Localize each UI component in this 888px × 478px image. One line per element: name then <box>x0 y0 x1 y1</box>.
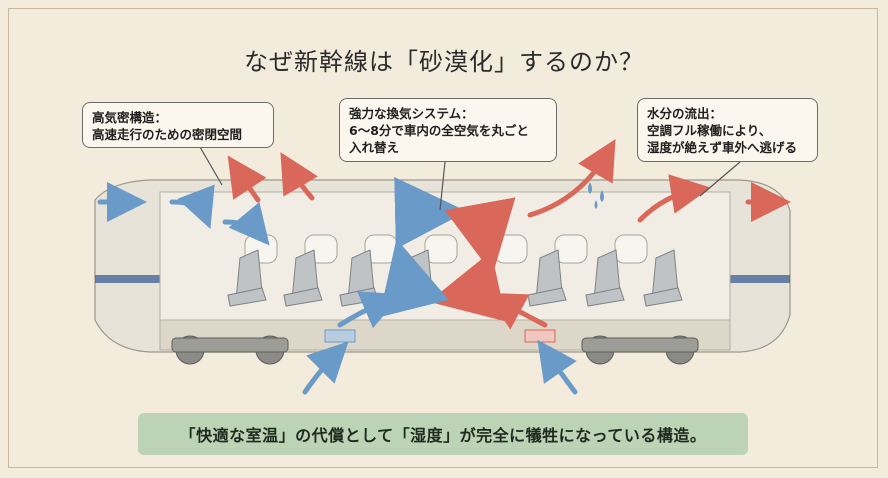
incoming-air-arrows <box>97 182 402 395</box>
callout-center-line: 入れ替え <box>349 140 400 155</box>
callout-ventilation-system: 強力な換気システム： 6〜8分で車内の全空気を丸ごと 入れ替え <box>339 98 557 162</box>
callout-airtight-structure: 高気密構造： 高速走行のための密閉空間 <box>82 102 274 148</box>
incoming-air-arrows-bottom-right <box>537 339 578 395</box>
page-frame <box>8 8 878 468</box>
leader-line-center <box>439 161 446 211</box>
train-bogies <box>171 335 699 365</box>
callout-moisture-loss: 水分の流出： 空調フル稼働により、 湿度が絶えず車外へ逃げる <box>637 98 818 162</box>
summary-banner: 「快適な室温」の代償として「湿度」が完全に犠牲になっている構造。 <box>138 413 748 455</box>
callout-right-line: 空調フル稼働により、 <box>647 123 772 138</box>
ventilation-cycle-icon <box>379 177 516 322</box>
callout-right-line: 湿度が絶えず車外へ逃げる <box>647 140 798 155</box>
water-droplet-icon <box>588 182 604 209</box>
callout-center-line: 強力な換気システム： <box>349 106 474 121</box>
callout-right-line: 水分の流出： <box>647 106 723 121</box>
outgoing-air-arrows <box>227 139 791 330</box>
exhaust-vent <box>524 329 556 343</box>
callout-left-line: 高気密構造： <box>92 110 168 125</box>
leader-line-left <box>199 146 223 186</box>
callout-left-line: 高速走行のための密閉空間 <box>92 127 243 142</box>
leader-line-right <box>699 161 741 197</box>
train-seats <box>227 249 683 307</box>
callout-center-line: 6〜8分で車内の全空気を丸ごと <box>349 123 529 138</box>
page-title: なぜ新幹線は「砂漠化」するのか？ <box>244 48 644 76</box>
intake-vent <box>324 329 356 343</box>
